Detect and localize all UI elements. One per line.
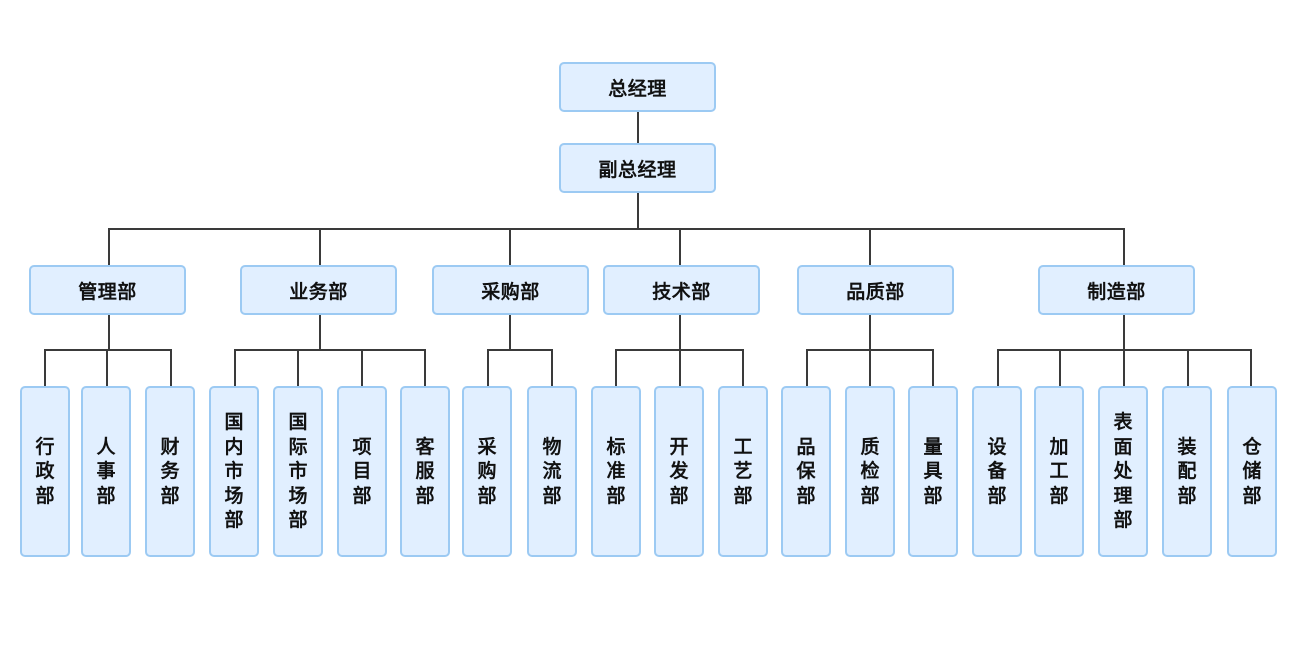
connector-unit-drop — [234, 349, 236, 387]
unit-box: 表面处理部 — [1098, 386, 1148, 557]
unit-label: 质检部 — [860, 435, 880, 507]
connector-dept-drop — [108, 228, 110, 266]
unit-label: 国际市场部 — [288, 411, 308, 532]
unit-box: 财务部 — [145, 386, 195, 557]
unit-box: 标准部 — [591, 386, 641, 557]
unit-label: 财务部 — [160, 435, 180, 507]
connector-unit-drop — [44, 349, 46, 387]
connector-unit-drop — [932, 349, 934, 387]
unit-box: 采购部 — [462, 386, 512, 557]
connector-dept-drop — [1123, 228, 1125, 266]
connector-unit-drop — [742, 349, 744, 387]
connector-unit-trunk — [319, 314, 321, 350]
ceo-label: 总经理 — [608, 77, 667, 100]
unit-box: 物流部 — [527, 386, 577, 557]
unit-box: 国际市场部 — [273, 386, 323, 557]
unit-label: 表面处理部 — [1113, 411, 1133, 532]
unit-label: 仓储部 — [1242, 435, 1262, 507]
connector-unit-drop — [1250, 349, 1252, 387]
unit-label: 加工部 — [1049, 435, 1069, 507]
department-label: 品质部 — [846, 280, 905, 303]
unit-box: 品保部 — [781, 386, 831, 557]
department-box: 制造部 — [1038, 265, 1195, 315]
connector-unit-drop — [551, 349, 553, 387]
unit-box: 装配部 — [1162, 386, 1212, 557]
connector-unit-drop — [170, 349, 172, 387]
unit-label: 采购部 — [477, 435, 497, 507]
connector-unit-trunk — [679, 314, 681, 350]
connector-unit-drop — [615, 349, 617, 387]
unit-box: 国内市场部 — [209, 386, 259, 557]
connector-unit-bar — [44, 349, 172, 351]
unit-box: 质检部 — [845, 386, 895, 557]
unit-label: 物流部 — [542, 435, 562, 507]
department-box: 管理部 — [29, 265, 186, 315]
unit-label: 设备部 — [987, 435, 1007, 507]
unit-box: 设备部 — [972, 386, 1022, 557]
unit-label: 行政部 — [35, 435, 55, 507]
unit-box: 开发部 — [654, 386, 704, 557]
connector-unit-trunk — [1123, 314, 1125, 350]
unit-box: 人事部 — [81, 386, 131, 557]
unit-box: 客服部 — [400, 386, 450, 557]
connector-dept-drop — [509, 228, 511, 266]
unit-box: 行政部 — [20, 386, 70, 557]
unit-label: 工艺部 — [733, 435, 753, 507]
unit-label: 项目部 — [352, 435, 372, 507]
ceo-box: 总经理 — [559, 62, 716, 112]
department-box: 品质部 — [797, 265, 954, 315]
unit-label: 国内市场部 — [224, 411, 244, 532]
department-box: 技术部 — [603, 265, 760, 315]
connector-unit-trunk — [108, 314, 110, 350]
department-box: 采购部 — [432, 265, 589, 315]
unit-box: 项目部 — [337, 386, 387, 557]
connector-unit-drop — [487, 349, 489, 387]
unit-box: 量具部 — [908, 386, 958, 557]
department-label: 技术部 — [652, 280, 711, 303]
connector-unit-bar — [234, 349, 426, 351]
connector-unit-trunk — [509, 314, 511, 350]
unit-label: 量具部 — [923, 435, 943, 507]
connector-dept-drop — [319, 228, 321, 266]
connector-root-deputy — [637, 111, 639, 143]
connector-unit-drop — [806, 349, 808, 387]
connector-unit-drop — [106, 349, 108, 387]
connector-dept-drop — [869, 228, 871, 266]
connector-dept-drop — [679, 228, 681, 266]
department-label: 业务部 — [289, 280, 348, 303]
unit-label: 人事部 — [96, 435, 116, 507]
unit-box: 加工部 — [1034, 386, 1084, 557]
unit-label: 客服部 — [415, 435, 435, 507]
department-label: 管理部 — [78, 280, 137, 303]
connector-unit-drop — [1059, 349, 1061, 387]
unit-label: 开发部 — [669, 435, 689, 507]
connector-unit-drop — [1187, 349, 1189, 387]
unit-box: 仓储部 — [1227, 386, 1277, 557]
connector-unit-drop — [679, 349, 681, 387]
unit-box: 工艺部 — [718, 386, 768, 557]
connector-unit-drop — [869, 349, 871, 387]
connector-unit-drop — [361, 349, 363, 387]
connector-deputy-trunk — [637, 192, 639, 229]
connector-unit-drop — [297, 349, 299, 387]
deputy-box: 副总经理 — [559, 143, 716, 193]
connector-unit-drop — [424, 349, 426, 387]
deputy-label: 副总经理 — [598, 158, 677, 181]
connector-dept-bar — [108, 228, 1125, 230]
connector-unit-bar — [487, 349, 553, 351]
department-label: 采购部 — [481, 280, 540, 303]
department-box: 业务部 — [240, 265, 397, 315]
unit-label: 装配部 — [1177, 435, 1197, 507]
connector-unit-drop — [997, 349, 999, 387]
connector-unit-trunk — [869, 314, 871, 350]
unit-label: 标准部 — [606, 435, 626, 507]
department-label: 制造部 — [1087, 280, 1146, 303]
unit-label: 品保部 — [796, 435, 816, 507]
connector-unit-drop — [1123, 349, 1125, 387]
